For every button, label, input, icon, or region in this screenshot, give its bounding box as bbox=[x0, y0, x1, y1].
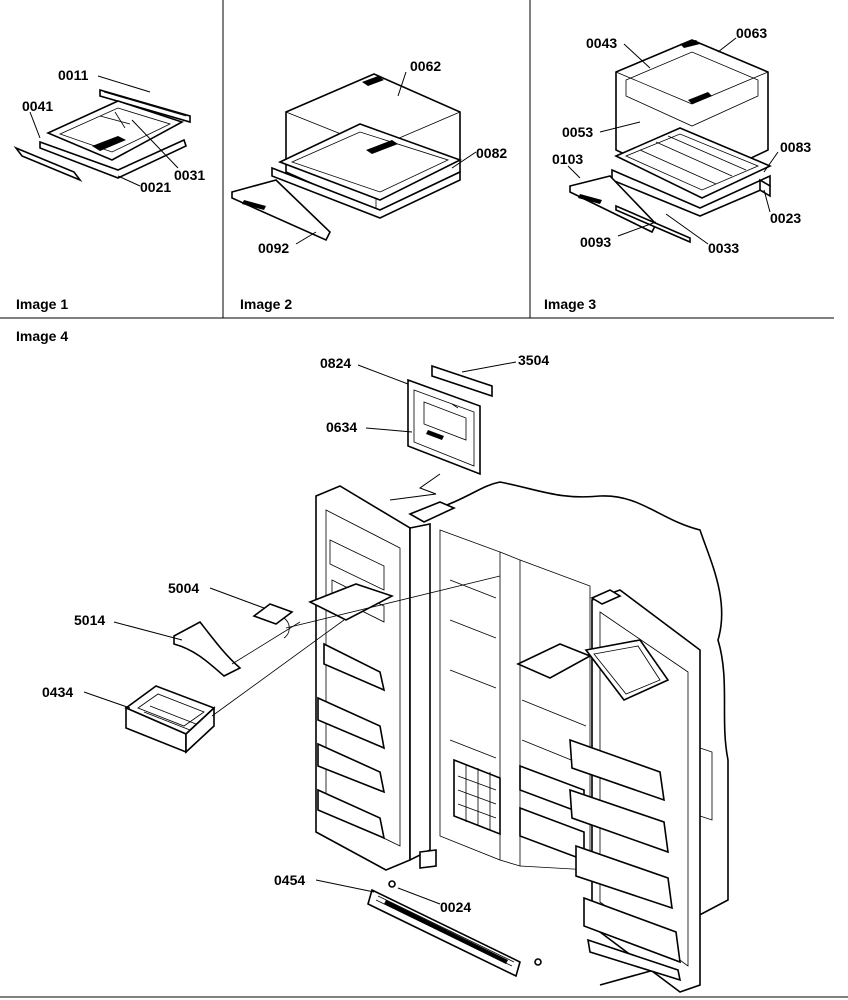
image4-bottom-leaders bbox=[315, 879, 441, 905]
callout-0454: 0454 bbox=[274, 872, 305, 888]
image1-leaders bbox=[29, 75, 179, 187]
callout-0063: 0063 bbox=[736, 25, 767, 41]
callout-0103: 0103 bbox=[552, 151, 583, 167]
callout-0083: 0083 bbox=[780, 139, 811, 155]
image1-drawing bbox=[13, 88, 191, 182]
callout-0011: 0011 bbox=[58, 67, 89, 83]
image3-drawing bbox=[569, 39, 772, 244]
callout-0024: 0024 bbox=[440, 899, 471, 915]
image3-caption: Image 3 bbox=[544, 296, 596, 312]
ice-parts bbox=[124, 603, 345, 754]
image4-caption: Image 4 bbox=[16, 328, 68, 344]
image4-left-leaders bbox=[83, 587, 265, 709]
callout-0434: 0434 bbox=[42, 684, 73, 700]
callout-0033: 0033 bbox=[708, 240, 739, 256]
callout-0053: 0053 bbox=[562, 124, 593, 140]
callout-0062: 0062 bbox=[410, 58, 441, 74]
refrigerator-cabinet bbox=[285, 481, 729, 993]
callout-0043: 0043 bbox=[586, 35, 617, 51]
image2-leaders bbox=[295, 71, 477, 245]
callout-0023: 0023 bbox=[770, 210, 801, 226]
callout-3504: 3504 bbox=[518, 352, 549, 368]
dispenser-frame bbox=[407, 364, 493, 476]
image3-leaders bbox=[567, 37, 779, 245]
callout-0093: 0093 bbox=[580, 234, 611, 250]
callout-0634: 0634 bbox=[326, 419, 357, 435]
callout-5014: 5014 bbox=[74, 612, 105, 628]
callout-0082: 0082 bbox=[476, 145, 507, 161]
callout-0031: 0031 bbox=[174, 167, 205, 183]
callout-0824: 0824 bbox=[320, 355, 351, 371]
callout-0021: 0021 bbox=[140, 179, 171, 195]
base-grille bbox=[367, 849, 542, 978]
image2-drawing bbox=[231, 73, 463, 242]
callout-0092: 0092 bbox=[258, 240, 289, 256]
image2-caption: Image 2 bbox=[240, 296, 292, 312]
callout-0041: 0041 bbox=[22, 98, 53, 114]
image4-upper-leaders bbox=[357, 361, 517, 501]
image1-caption: Image 1 bbox=[16, 296, 68, 312]
callout-5004: 5004 bbox=[168, 580, 199, 596]
